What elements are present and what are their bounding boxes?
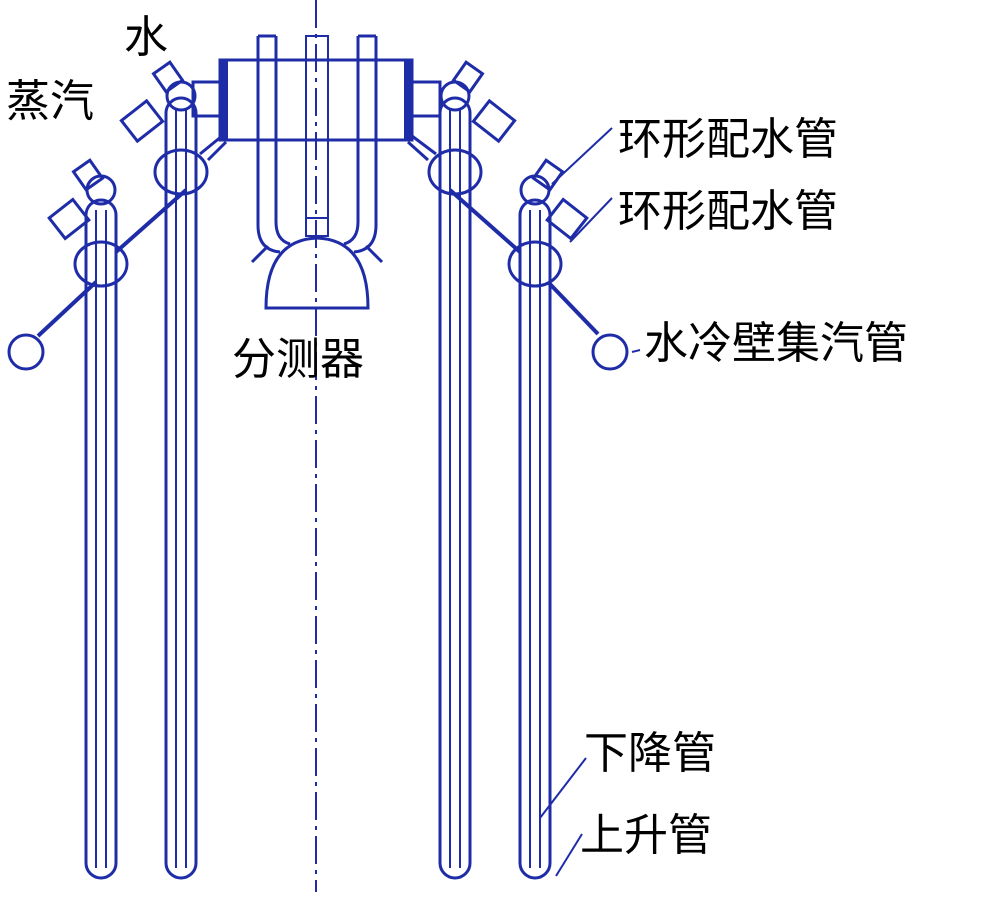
outer-right-tube xyxy=(507,158,589,880)
label-riser: 上升管 xyxy=(580,810,712,861)
separator-vessel xyxy=(250,34,384,310)
right-wall-header xyxy=(448,188,629,371)
label-separator: 分测器 xyxy=(232,334,364,385)
inner-right-tube xyxy=(406,60,517,880)
label-steam: 蒸汽 xyxy=(6,76,94,127)
label-wall-header: 水冷壁集汽管 xyxy=(644,318,908,369)
label-water: 水 xyxy=(124,12,168,63)
label-ring-pipe-2: 环形配水管 xyxy=(618,186,838,237)
outer-left-tube xyxy=(47,158,129,880)
left-wall-header xyxy=(7,188,188,371)
label-leaders xyxy=(539,127,641,877)
label-downcomer: 下降管 xyxy=(584,728,716,779)
label-ring-pipe-1: 环形配水管 xyxy=(618,114,838,165)
inner-left-tube xyxy=(119,60,228,880)
